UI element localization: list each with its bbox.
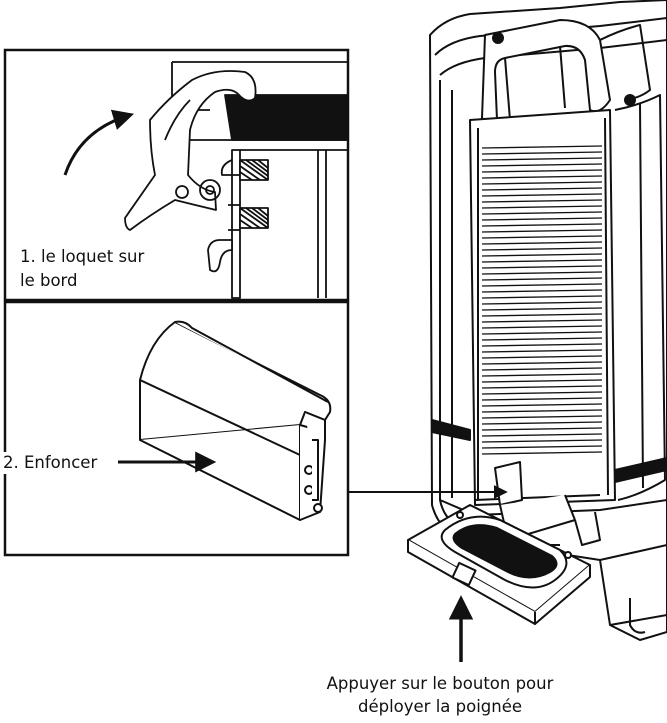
vent-rib <box>481 361 603 365</box>
vent-rib <box>481 265 603 269</box>
vent-grille <box>481 145 603 455</box>
vent-rib <box>481 205 603 209</box>
vent-rib <box>481 445 603 449</box>
vent-rib <box>481 253 603 257</box>
vent-rib <box>481 451 603 455</box>
vent-rib <box>481 295 603 299</box>
vent-rib <box>481 331 603 335</box>
rotation-arrow <box>63 109 135 176</box>
vent-rib <box>481 415 603 419</box>
vent-rib <box>481 217 603 221</box>
pullout-handle <box>407 461 601 625</box>
handle-profile-illustration <box>139 320 332 521</box>
vent-rib <box>481 391 603 395</box>
vent-rib <box>481 283 603 287</box>
vent-rib <box>481 181 603 185</box>
step2-label: 2. Enfoncer <box>3 452 100 474</box>
vent-rib <box>481 247 603 251</box>
button-caption: Appuyer sur le bouton pour déployer la p… <box>310 672 570 718</box>
caption-line1: Appuyer sur le bouton pour <box>326 674 554 693</box>
vent-rib <box>481 271 603 275</box>
vent-rib <box>481 433 603 437</box>
vent-rib <box>481 175 603 179</box>
detail-panels <box>3 48 350 557</box>
vent-rib <box>481 313 603 317</box>
vent-rib <box>481 421 603 425</box>
vent-rib <box>481 229 603 233</box>
vent-rib <box>481 259 603 263</box>
vent-rib <box>481 211 603 215</box>
vent-rib <box>481 349 603 353</box>
detail-panel-1 <box>3 48 350 302</box>
vent-rib <box>481 403 603 407</box>
vent-rib <box>481 325 603 329</box>
detail-panel-2 <box>3 300 350 557</box>
vent-rib <box>481 385 603 389</box>
vent-rib <box>481 319 603 323</box>
vent-rib <box>481 235 603 239</box>
vent-rib <box>481 373 603 377</box>
step1-label-line1: 1. le loquet sur <box>20 246 145 268</box>
vent-rib <box>481 157 603 161</box>
vent-rib <box>481 277 603 281</box>
vent-rib <box>481 289 603 293</box>
vent-rib <box>481 193 603 197</box>
vent-rib <box>481 337 603 341</box>
caption-line2: déployer la poignée <box>357 697 523 716</box>
vent-rib <box>481 163 603 167</box>
vent-rib <box>481 169 603 173</box>
vent-rib <box>481 145 603 149</box>
vent-rib <box>481 241 603 245</box>
vent-rib <box>481 397 603 401</box>
vent-rib <box>481 427 603 431</box>
vent-rib <box>481 187 603 191</box>
vent-rib <box>481 223 603 227</box>
step1-label-line2: le bord <box>20 270 78 292</box>
vent-rib <box>481 409 603 413</box>
vent-rib <box>481 151 603 155</box>
vent-rib <box>481 355 603 359</box>
vent-rib <box>481 379 603 383</box>
vent-rib <box>481 199 603 203</box>
vent-rib <box>481 307 603 311</box>
vent-rib <box>481 439 603 443</box>
vent-rib <box>481 301 603 305</box>
vent-rib <box>481 367 603 371</box>
latch-illustration <box>124 61 349 299</box>
vent-rib <box>481 343 603 347</box>
